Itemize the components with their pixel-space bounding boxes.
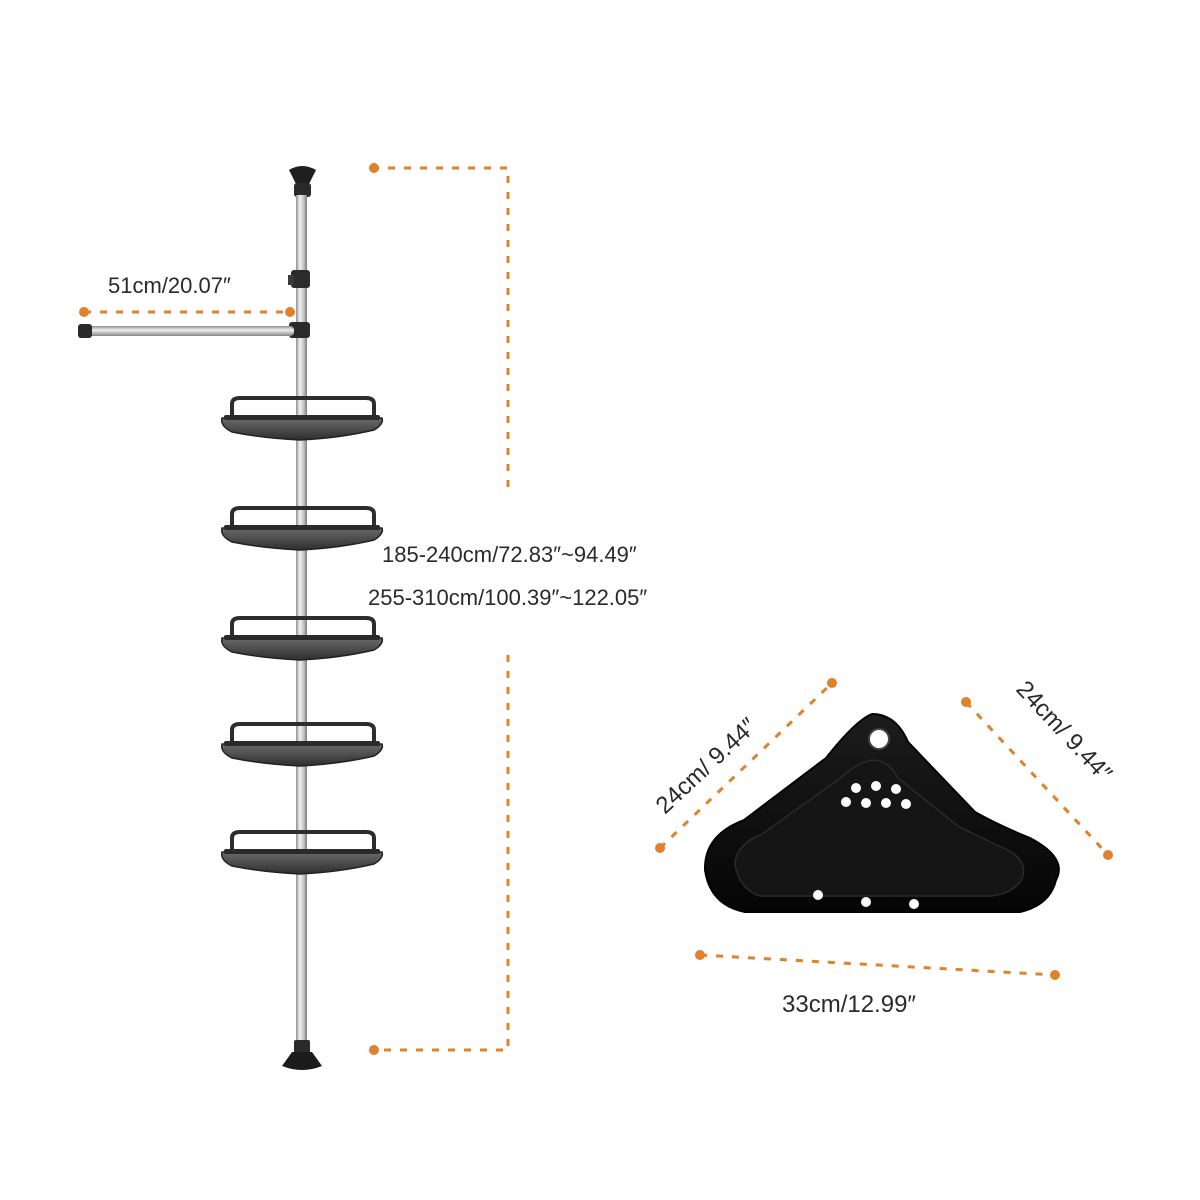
corner-tray xyxy=(703,712,1060,913)
tray-hanging-hole xyxy=(868,728,890,750)
height-bracket-bottom xyxy=(372,655,510,1052)
tray-right-side-label: 24cm/ 9.44″ xyxy=(1011,676,1118,788)
shower-caddy-product xyxy=(78,166,384,1070)
shelf xyxy=(220,830,384,875)
tray-width-label: 33cm/12.99″ xyxy=(782,991,916,1018)
shelf xyxy=(220,616,384,661)
height-range-2-label: 255-310cm/100.39″~122.05″ xyxy=(368,585,647,610)
drain-hole xyxy=(841,797,851,807)
drain-hole xyxy=(909,899,919,909)
height-range-1-label: 185-240cm/72.83″~94.49″ xyxy=(382,542,637,567)
height-dimension: 185-240cm/72.83″~94.49″ 255-310cm/100.39… xyxy=(368,163,647,1055)
tray-drain-holes xyxy=(813,781,919,909)
drain-hole xyxy=(901,799,911,809)
top-cap xyxy=(289,166,316,197)
towel-bar xyxy=(78,324,294,338)
shelf xyxy=(220,506,384,551)
towel-bar-width-label: 51cm/20.07″ xyxy=(108,273,231,298)
towel-bar-bracket xyxy=(289,322,310,338)
bottom-cap xyxy=(282,1040,322,1070)
pole xyxy=(296,195,307,1050)
clamp xyxy=(291,270,310,288)
towel-bar-dimension: 51cm/20.07″ xyxy=(79,273,295,317)
height-bracket-top xyxy=(372,166,510,490)
drain-hole xyxy=(861,897,871,907)
drain-hole xyxy=(813,890,823,900)
drain-hole xyxy=(891,784,901,794)
drain-hole xyxy=(881,798,891,808)
shelf xyxy=(220,396,384,441)
drain-hole xyxy=(861,798,871,808)
shelves xyxy=(220,396,384,875)
shelf xyxy=(220,722,384,767)
drain-hole xyxy=(871,781,881,791)
drain-hole xyxy=(851,783,861,793)
